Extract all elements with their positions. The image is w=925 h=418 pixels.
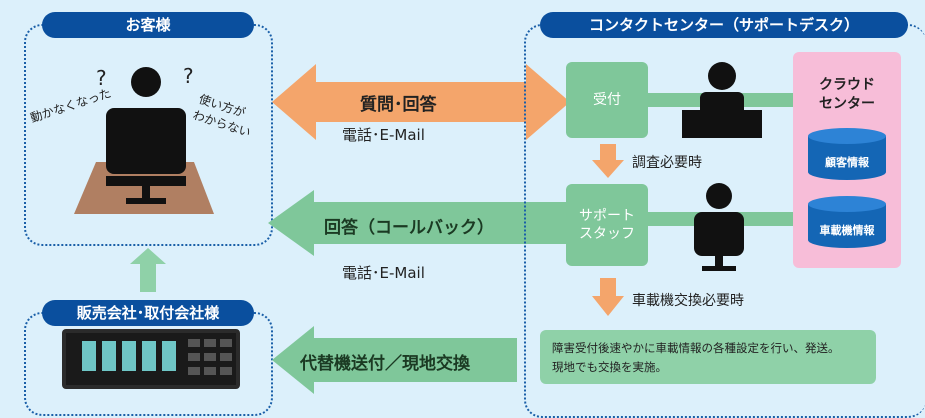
- desk: [106, 176, 186, 186]
- exchange-label: 車載機交換必要時: [632, 293, 744, 309]
- vehicle-db-icon: [808, 196, 886, 248]
- qa-sub: 電話･E-Mail: [342, 126, 425, 144]
- chair-leg: [142, 184, 150, 200]
- contact-center-title: コンタクトセンター（サポートデスク）: [540, 12, 908, 38]
- callback-arrow: [268, 190, 570, 256]
- customer-db-icon: [808, 128, 886, 180]
- chair-back: [106, 108, 186, 174]
- operator-reception: [682, 62, 762, 138]
- down-arrow-exchange: [592, 278, 624, 316]
- down-arrow-investigate: [592, 144, 624, 178]
- replacement-label: 代替機送付／現地交換: [300, 354, 470, 374]
- exchange-note-line1: 障害受付後速やかに車載情報の各種設定を行い、発送。: [552, 341, 840, 355]
- device-image: [62, 329, 240, 389]
- callback-sub: 電話･E-Mail: [342, 264, 425, 282]
- customer-title: お客様: [42, 12, 254, 38]
- cloud-title-1: クラウド: [819, 77, 875, 93]
- exchange-note-box: [540, 330, 876, 384]
- question-mark-left: ?: [96, 66, 107, 90]
- exchange-note-line2: 現地でも交換を実施。: [552, 360, 667, 374]
- customer-illustration: [74, 67, 214, 214]
- cloud-title-2: センター: [819, 96, 875, 112]
- dealer-title: 販売会社･取付会社様: [42, 300, 254, 326]
- replacement-arrow: [272, 326, 517, 394]
- support-staff-box: サポート スタッフ: [566, 184, 648, 266]
- operator-support: [694, 183, 744, 271]
- chair-base: [126, 198, 166, 204]
- qa-arrow: [272, 64, 570, 140]
- person-head: [131, 67, 161, 97]
- customer-db-label: 顧客情報: [825, 156, 869, 169]
- up-arrow: [130, 248, 166, 292]
- vehicle-db-label: 車載機情報: [819, 224, 875, 237]
- qa-label: 質問･回答: [360, 95, 437, 115]
- callback-label: 回答（コールバック）: [324, 218, 494, 238]
- question-mark-right: ?: [183, 64, 194, 88]
- investigate-label: 調査必要時: [632, 155, 702, 171]
- reception-box: 受付: [566, 62, 648, 138]
